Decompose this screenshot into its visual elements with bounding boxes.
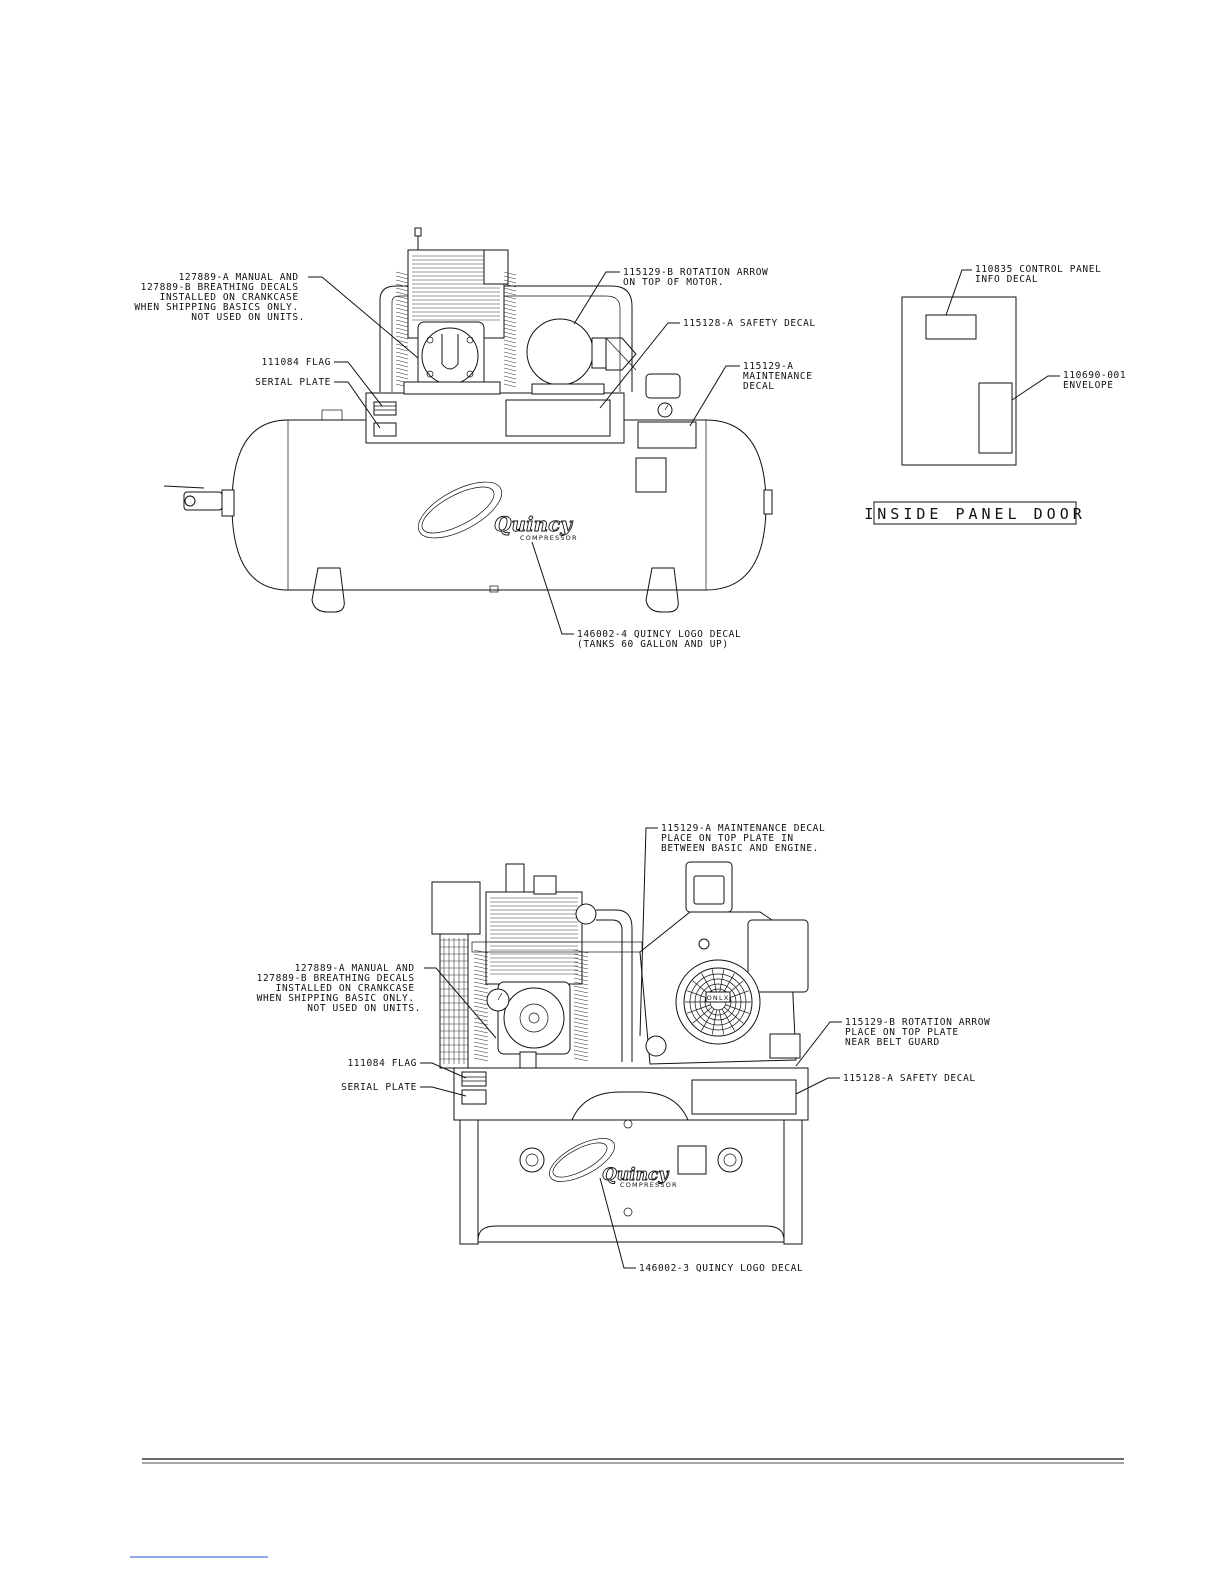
panel-caption: INSIDE PANEL DOOR [864, 505, 1086, 523]
fuel-tank [747, 919, 809, 993]
label-envelope: 110690-001 ENVELOPE [1063, 370, 1133, 391]
bottom-cooling-coils [473, 949, 589, 1062]
bottom-quincy-logo: Quincy COMPRESSOR [549, 1138, 678, 1189]
top-logo-sub: COMPRESSOR [520, 534, 578, 542]
top-compressor-unit: Quincy COMPRESSOR 127889-A MANUAL AND 12… [134, 227, 819, 650]
control-panel-info-decal-area [925, 314, 977, 340]
leader-rotation [573, 271, 620, 325]
tank-foot-right [645, 567, 679, 613]
bottom-logo-name: Quincy [602, 1165, 669, 1185]
drain-valve [183, 491, 223, 511]
bottom-safety-decal-area [691, 1079, 797, 1115]
label-logo-decal: 146002-4 QUINCY LOGO DECAL (TANKS 60 GAL… [577, 629, 748, 650]
leader-serial [334, 381, 381, 429]
leader-maintenance [689, 365, 740, 427]
inside-panel-door: 110835 CONTROL PANEL INFO DECAL 110690-0… [864, 264, 1133, 525]
envelope-area [978, 382, 1013, 454]
leader-logo [531, 541, 574, 635]
top-flag-decal [373, 401, 397, 416]
label-bottom-serial: SERIAL PLATE [341, 1082, 417, 1093]
leader-bottom-flag [420, 1062, 467, 1079]
label-bottom-maintenance: 115129-A MAINTENANCE DECAL PLACE ON TOP … [661, 823, 832, 854]
label-bottom-rotation: 115129-B ROTATION ARROW PLACE ON TOP PLA… [845, 1017, 997, 1048]
pressure-switch [645, 373, 681, 399]
crankcase-cover [421, 327, 479, 385]
bottom-crankcase-cover [503, 987, 565, 1049]
top-quincy-logo: Quincy COMPRESSOR [417, 481, 578, 542]
fitting-left [519, 1147, 545, 1173]
label-flag: 111084 FLAG [261, 357, 331, 368]
label-rotation-arrow: 115129-B ROTATION ARROW ON TOP OF MOTOR. [623, 267, 775, 288]
bottom-hatch [677, 1145, 707, 1175]
bottom-pump-fins [490, 897, 578, 975]
leader-bottom-rotation [795, 1021, 842, 1067]
leader-bottom-logo [599, 1177, 636, 1269]
label-control-panel-info: 110835 CONTROL PANEL INFO DECAL [975, 264, 1108, 285]
fitting-right [717, 1147, 743, 1173]
panel-caption-box [873, 501, 1077, 525]
pressure-switch-box [637, 421, 697, 449]
tank-hatch [635, 457, 667, 493]
leader-bottom-serial [420, 1086, 467, 1097]
cooling-coils [395, 271, 517, 388]
label-serial-plate: SERIAL PLATE [255, 377, 331, 388]
label-safety-decal: 115128-A SAFETY DECAL [683, 318, 816, 329]
leader-bottom-maintenance [639, 827, 658, 1037]
label-bottom-flag: 111084 FLAG [347, 1058, 417, 1069]
label-crankcase-decals: 127889-A MANUAL AND 127889-B BREATHING D… [134, 272, 305, 323]
fan-grill [685, 969, 751, 1035]
top-safety-decal-area [505, 399, 611, 437]
bottom-tank [459, 1119, 803, 1243]
engine-badge: ONLX [707, 994, 730, 1002]
drain-valve-body [221, 489, 235, 517]
label-bottom-logo-decal: 146002-3 QUINCY LOGO DECAL [639, 1263, 803, 1274]
label-maintenance-decal: 115129-A MAINTENANCE DECAL [743, 361, 819, 392]
top-serial-plate [373, 422, 397, 437]
bottom-serial-plate [461, 1089, 487, 1105]
leader-crankcase [308, 276, 419, 359]
bottom-logo-sub: COMPRESSOR [620, 1181, 678, 1189]
leader-bottom-crankcase [424, 967, 497, 1039]
bottom-flag-decal [461, 1071, 487, 1087]
leader-envelope [1011, 375, 1060, 401]
leader-flag [334, 361, 383, 407]
label-bottom-safety: 115128-A SAFETY DECAL [843, 1073, 976, 1084]
leader-bottom-safety [795, 1077, 840, 1095]
tank-foot-left [311, 567, 345, 613]
control-box [431, 881, 481, 935]
motor [526, 318, 594, 386]
leader-control-panel [945, 269, 972, 316]
leader-safety [599, 322, 680, 409]
bottom-compressor-unit: ONLX Quincy COMPRESSOR 115129-A MAINTENA… [257, 823, 997, 1274]
top-logo-name: Quincy [494, 512, 573, 536]
label-bottom-crankcase: 127889-A MANUAL AND 127889-B BREATHING D… [257, 963, 421, 1014]
